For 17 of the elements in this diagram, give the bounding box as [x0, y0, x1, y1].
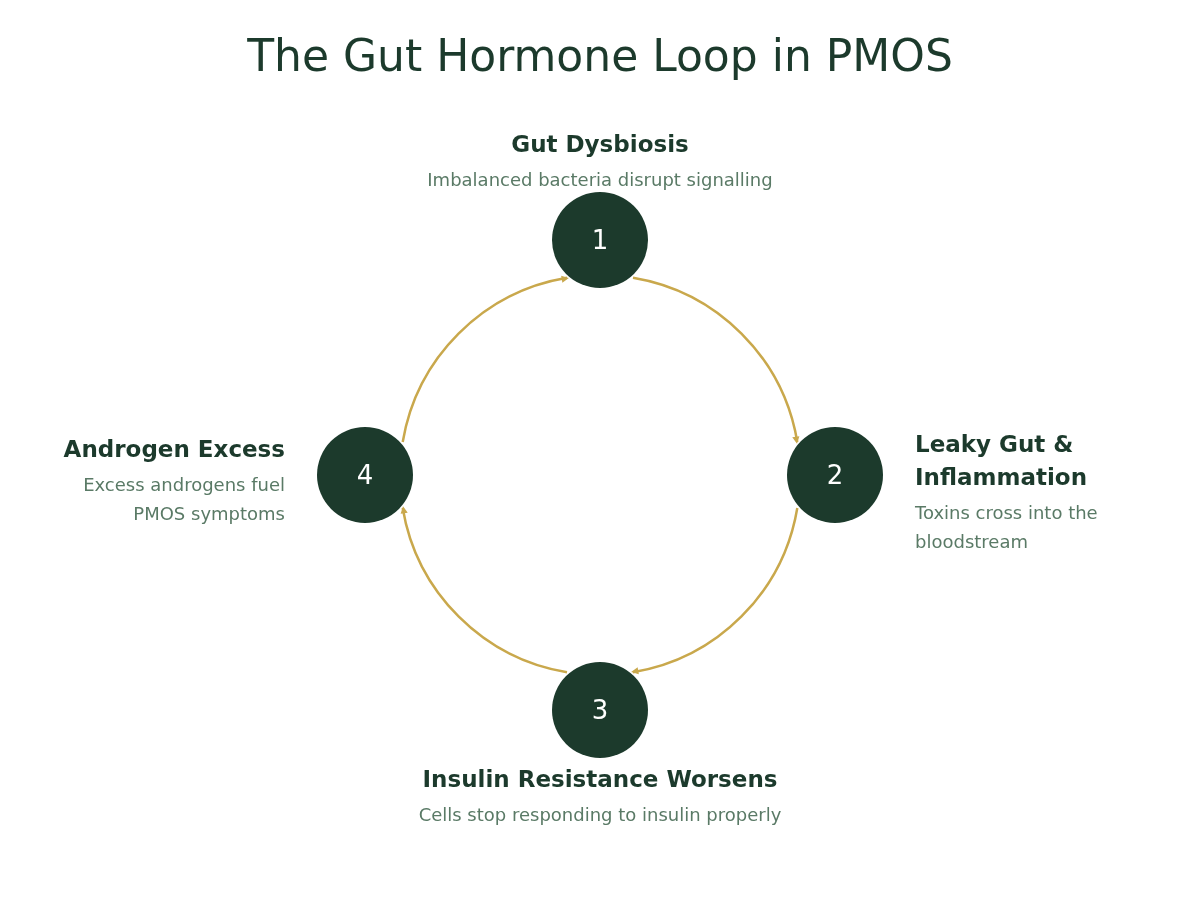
step-number: 3 — [590, 694, 610, 727]
curved-arrow — [401, 276, 569, 443]
step-description: Excess androgens fuel PMOS symptoms — [82, 473, 285, 526]
step-description: Cells stop responding to insulin properly — [417, 803, 783, 827]
curved-arrow — [401, 506, 568, 674]
curved-arrow — [632, 276, 799, 444]
step-heading: Androgen Excess — [62, 435, 285, 464]
step-heading: Insulin Resistance Worsens — [421, 765, 779, 794]
step-description: Imbalanced bacteria disrupt signalling — [426, 168, 774, 192]
diagram-title: The Gut Hormone Loop in PMOS — [246, 30, 954, 81]
step-number: 1 — [590, 224, 610, 257]
step-heading: Leaky Gut & Inflammation — [915, 430, 1088, 492]
step-number: 2 — [825, 459, 845, 492]
step-number: 4 — [355, 459, 375, 492]
curved-arrow — [631, 507, 799, 674]
step-description: Toxins cross into the bloodstream — [915, 501, 1099, 554]
step-heading: Gut Dysbiosis — [510, 130, 690, 159]
